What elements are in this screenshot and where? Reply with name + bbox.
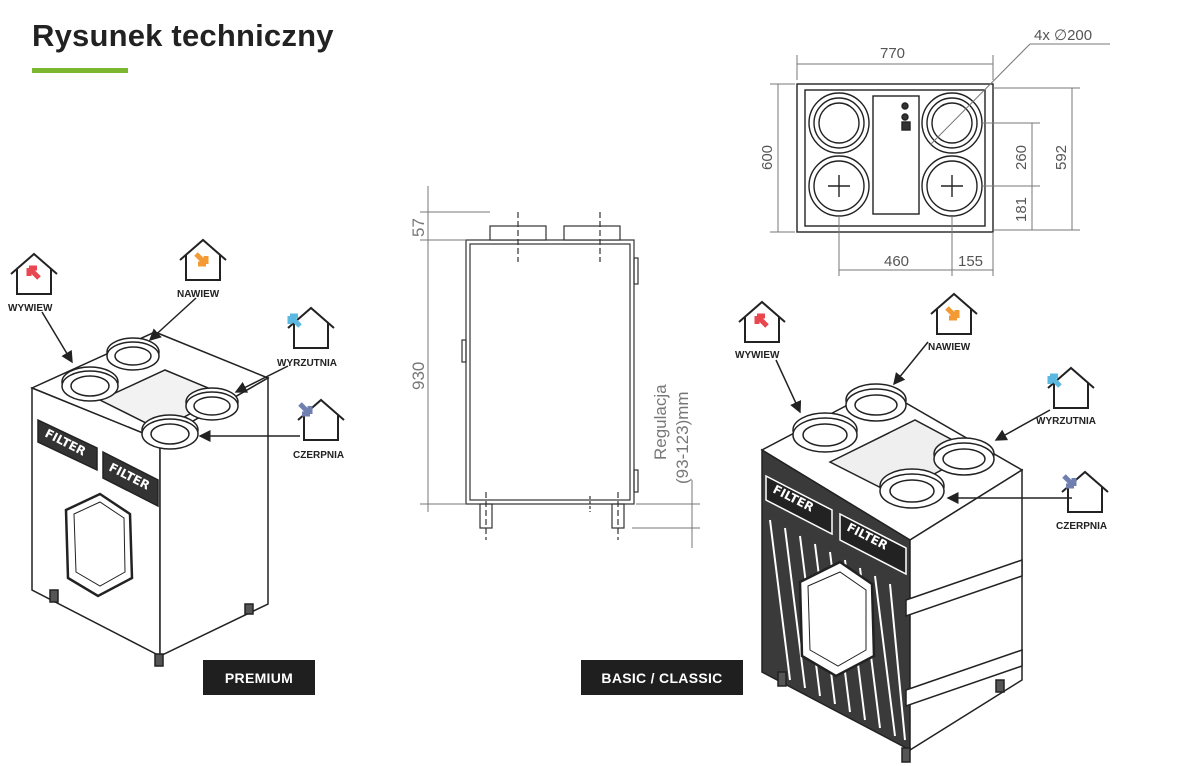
dim-ducts: 4x ∅200	[1034, 27, 1092, 44]
top-view	[770, 43, 1110, 276]
front-view	[420, 186, 700, 548]
house-arrow-icon	[1061, 470, 1109, 513]
wyrzutnia-label: WYRZUTNIA	[1036, 416, 1096, 427]
dim-inner-depth: 592	[1053, 145, 1070, 170]
premium-badge: PREMIUM	[203, 660, 315, 695]
dim-width: 770	[880, 45, 905, 62]
wywiew-label: WYWIEW	[8, 303, 53, 314]
basic-classic-badge: BASIC / CLASSIC	[581, 660, 743, 695]
house-arrow-icon	[1047, 366, 1095, 409]
nawiew-label: NAWIEW	[177, 289, 220, 300]
house-arrow-icon	[10, 252, 58, 295]
premium-unit	[30, 297, 300, 667]
czerpnia-label: CZERPNIA	[1056, 521, 1107, 532]
house-arrow-icon	[297, 398, 345, 441]
house-arrow-icon	[287, 306, 335, 349]
dim-155: 155	[958, 253, 983, 270]
wywiew-label: WYWIEW	[735, 350, 780, 361]
dim-adjust-line1: Regulacja	[651, 384, 670, 460]
dim-260: 260	[1013, 145, 1030, 170]
house-arrow-icon	[179, 238, 227, 281]
title-underline	[32, 68, 128, 73]
dim-depth: 600	[759, 145, 776, 170]
house-arrow-icon	[930, 292, 978, 335]
nawiew-label: NAWIEW	[928, 342, 971, 353]
wyrzutnia-label: WYRZUTNIA	[277, 358, 337, 369]
dim-460: 460	[884, 253, 909, 270]
dim-adjust-line2: (93-123)mm	[673, 391, 692, 484]
house-arrow-icon	[738, 300, 786, 343]
czerpnia-label: CZERPNIA	[293, 450, 344, 461]
dim-181: 181	[1013, 197, 1030, 222]
dim-top: 57	[409, 218, 428, 237]
basic-classic-unit	[760, 341, 1072, 763]
page-title: Rysunek techniczny	[32, 18, 334, 53]
dim-height: 930	[409, 362, 428, 390]
